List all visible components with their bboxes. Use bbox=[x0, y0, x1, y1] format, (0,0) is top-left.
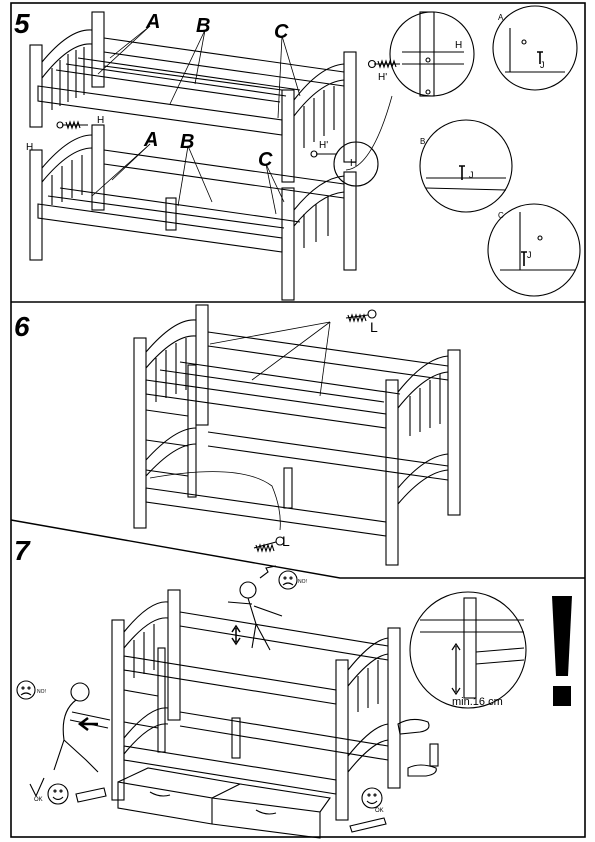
warning-exclamation-icon bbox=[552, 596, 572, 706]
screw-l-icon bbox=[253, 309, 377, 553]
up-down-arrow-icon bbox=[231, 624, 241, 646]
pulling-child-figure bbox=[53, 682, 111, 773]
no-label-top: NO! bbox=[298, 579, 307, 585]
screw-tool-icon bbox=[429, 743, 439, 767]
jumping-child-figure bbox=[227, 565, 283, 651]
hand-icon bbox=[397, 718, 430, 735]
label-j-c: J bbox=[527, 250, 532, 260]
sad-face-icon bbox=[16, 570, 298, 700]
drawer-pull-detail bbox=[75, 787, 107, 803]
ok-label-right: OK bbox=[375, 808, 384, 814]
label-a-lower: A bbox=[143, 129, 158, 151]
happy-face-icon bbox=[47, 783, 383, 809]
step-number-6: 6 bbox=[14, 311, 30, 342]
detail-b-tag: B bbox=[420, 137, 425, 146]
step-divider-6-7 bbox=[10, 519, 585, 579]
label-j-b: J bbox=[469, 170, 474, 180]
label-b-lower: B bbox=[180, 131, 194, 153]
min-clearance-label: min.16 cm bbox=[452, 696, 503, 708]
ok-label-left: OK bbox=[34, 797, 43, 803]
ladder bbox=[145, 364, 197, 498]
label-h-right: H bbox=[350, 158, 357, 169]
detail-circle-c bbox=[487, 203, 581, 297]
label-l-bottom: L bbox=[282, 533, 290, 549]
upper-bed-frame bbox=[29, 11, 357, 183]
label-h-prime-right: H' bbox=[319, 140, 328, 151]
check-icon bbox=[29, 777, 45, 798]
label-h-left-2: H bbox=[26, 142, 33, 153]
clearance-detail bbox=[409, 591, 527, 709]
step-5-callouts bbox=[91, 25, 301, 215]
label-h-left: H bbox=[97, 115, 104, 126]
detail-circle-b bbox=[419, 119, 513, 213]
detail-circle-a bbox=[492, 5, 578, 91]
step-6-panel bbox=[133, 304, 461, 566]
pull-arrow-icon bbox=[77, 717, 98, 731]
page-frame bbox=[10, 2, 586, 838]
no-label-left: NO! bbox=[37, 689, 46, 695]
detail-c-tag: C bbox=[498, 211, 504, 220]
screw-h-icon bbox=[56, 59, 400, 158]
label-c-lower: C bbox=[258, 149, 273, 171]
label-h-detail: H bbox=[455, 40, 462, 51]
label-a: A bbox=[145, 11, 160, 33]
label-c: C bbox=[274, 21, 289, 43]
label-l-top: L bbox=[370, 319, 378, 335]
drawers bbox=[117, 767, 331, 839]
lower-bed-frame bbox=[29, 124, 357, 301]
drawer-pull-detail-2 bbox=[349, 817, 387, 833]
detail-a-tag: A bbox=[498, 13, 504, 22]
hand-icon-2 bbox=[407, 764, 437, 777]
label-b: B bbox=[196, 15, 210, 37]
step-number-7: 7 bbox=[14, 535, 31, 566]
label-j-a: J bbox=[540, 60, 545, 70]
label-h-prime-detail: H' bbox=[378, 72, 387, 83]
detail-circle-h bbox=[389, 11, 475, 97]
detail-circle-joint bbox=[333, 141, 379, 187]
step-number-5: 5 bbox=[14, 8, 30, 39]
step-7-panel bbox=[16, 565, 572, 839]
step-5-panel bbox=[29, 5, 581, 301]
